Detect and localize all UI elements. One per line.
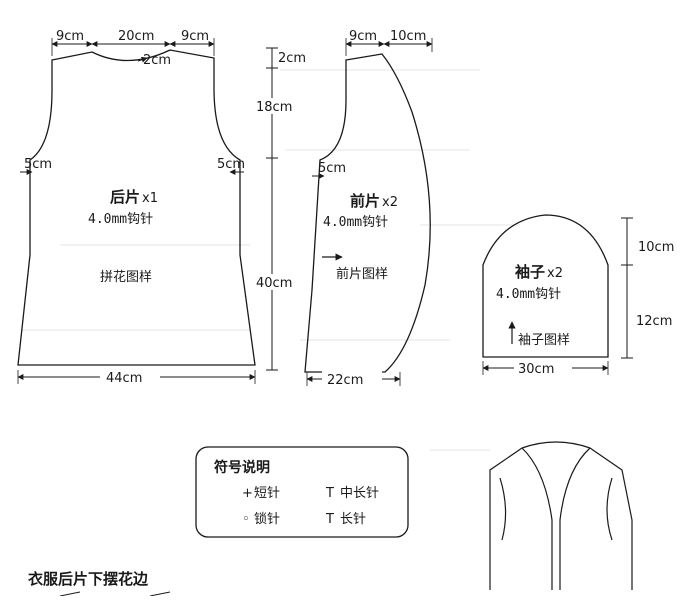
back-hook-size: 4.0mm钩针 [88, 212, 153, 227]
front-piece-outline [304, 53, 431, 373]
legend-label-ch: 锁针 [254, 511, 280, 527]
front-neck-dim: 10cm [390, 29, 426, 44]
back-armhole-right-dim: 5cm [217, 157, 245, 172]
legend-label-hdc: 中长针 [340, 486, 379, 501]
front-shoulder-dim: 9cm [349, 29, 377, 44]
front-armhole-dim: 5cm [318, 161, 346, 176]
back-width-dim: 44cm [106, 371, 142, 386]
vest-illustration [489, 441, 633, 590]
sleeve-length-dim: 12cm [636, 314, 672, 329]
vest-neckline [521, 441, 591, 449]
legend-symbol-dc: T [325, 512, 334, 527]
symbol-legend: 符号说明 + 短针 T 中长针 ◦ 锁针 T 长针 [195, 446, 409, 538]
legend-title: 符号说明 [213, 459, 270, 476]
sleeve-width-dim: 30cm [518, 362, 554, 377]
side-armhole-dim: 18cm [256, 100, 292, 115]
legend-label-dc: 长针 [340, 512, 366, 527]
sleeve-piece-outline [482, 214, 609, 358]
vest-left-front [521, 447, 553, 590]
footer-edge-hint [59, 591, 171, 597]
side-dimensions: 2cm 18cm 40cm [254, 47, 316, 371]
legend-symbol-hdc: T [325, 486, 334, 501]
sleeve-pattern-label: 袖子图样 [518, 333, 570, 348]
side-top-dim: 2cm [278, 51, 306, 66]
vest-right-side [589, 447, 633, 590]
legend-symbol-sc: + [242, 486, 253, 501]
background-texture [20, 69, 520, 451]
vest-right-front [559, 447, 591, 590]
back-neck-drop-dim: 2cm [143, 53, 171, 68]
vest-right-armhole [606, 477, 613, 541]
front-pattern-label: 前片图样 [336, 266, 388, 282]
back-neck-dim: 20cm [118, 29, 154, 44]
vest-left-armhole [499, 477, 507, 541]
sleeve-hook-size: 4.0mm钩针 [496, 287, 561, 302]
back-piece-outline [17, 49, 256, 366]
back-shoulder-right-dim: 9cm [181, 29, 209, 44]
back-armhole-left-dim: 5cm [24, 157, 52, 172]
front-width-dim: 22cm [327, 373, 363, 388]
vest-left-side [489, 447, 523, 590]
back-pattern-label: 拼花图样 [100, 269, 152, 285]
legend-box [195, 446, 409, 538]
legend-symbol-ch: ◦ [242, 512, 250, 527]
sleeve-cap-dim: 10cm [638, 240, 674, 255]
side-body-dim: 40cm [256, 276, 292, 291]
back-shoulder-left-dim: 9cm [56, 29, 84, 44]
front-hook-size: 4.0mm钩针 [323, 215, 388, 230]
legend-label-sc: 短针 [254, 486, 280, 501]
footer-caption: 衣服后片下摆花边 [28, 570, 149, 588]
